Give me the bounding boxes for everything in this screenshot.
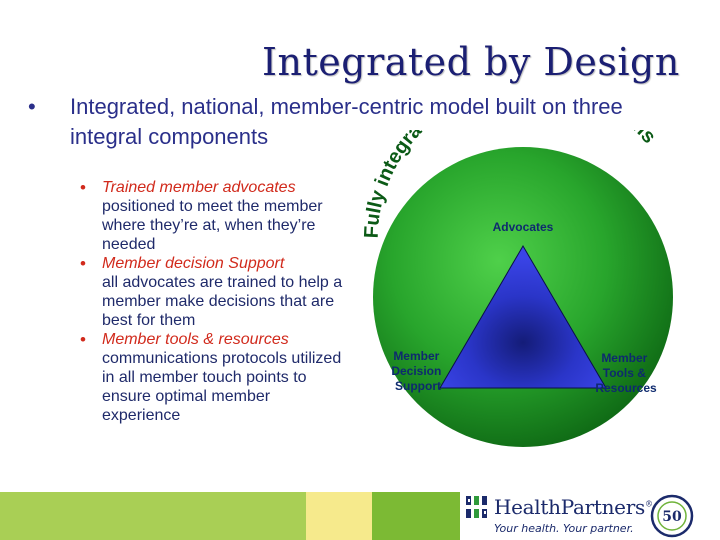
sub-bullet-list: • Trained member advocates positioned to… <box>78 178 350 425</box>
bullet-marker: • <box>28 94 36 119</box>
label-member-tools-resources: Member Tools & Resources <box>595 351 657 395</box>
sub-bullet-heading: Member decision Support <box>102 255 285 272</box>
sub-bullet-tools-resources: • Member tools & resources communication… <box>78 330 350 425</box>
main-bullet-text: Integrated, national, member-centric mod… <box>70 94 623 149</box>
bullet-marker: • <box>80 254 86 273</box>
sub-bullet-text: positioned to meet the member where they… <box>102 198 323 253</box>
footer-band-green <box>0 492 306 540</box>
sub-bullet-heading: Trained member advocates <box>102 179 296 196</box>
integration-diagram: Fully integrated systems and platforms A… <box>361 130 673 447</box>
healthpartners-logo-icon <box>466 496 488 518</box>
footer-band-dark-green <box>372 492 460 540</box>
brand-name: HealthPartners® <box>494 495 653 519</box>
main-bullet: • Integrated, national, member-centric m… <box>28 92 688 152</box>
bullet-marker: • <box>80 178 86 197</box>
label-member-decision-support: Member Decision Support <box>391 349 444 393</box>
anniversary-seal-icon: 50 <box>650 494 694 538</box>
label-advocates: Advocates <box>493 220 554 234</box>
sub-bullet-advocates: • Trained member advocates positioned to… <box>78 178 350 254</box>
sub-bullet-text: all advocates are trained to help a memb… <box>102 274 343 329</box>
slide-title: Integrated by Design <box>262 40 680 84</box>
brand-tagline: Your health. Your partner. <box>494 522 634 535</box>
sub-bullet-text: communications protocols utilized in all… <box>102 350 342 424</box>
bullet-marker: • <box>80 330 86 349</box>
sub-bullet-decision-support: • Member decision Support all advocates … <box>78 254 350 330</box>
seal-number: 50 <box>662 509 682 525</box>
blue-triangle <box>439 245 607 389</box>
sub-bullet-heading: Member tools & resources <box>102 331 289 348</box>
footer-band-yellow <box>306 492 372 540</box>
